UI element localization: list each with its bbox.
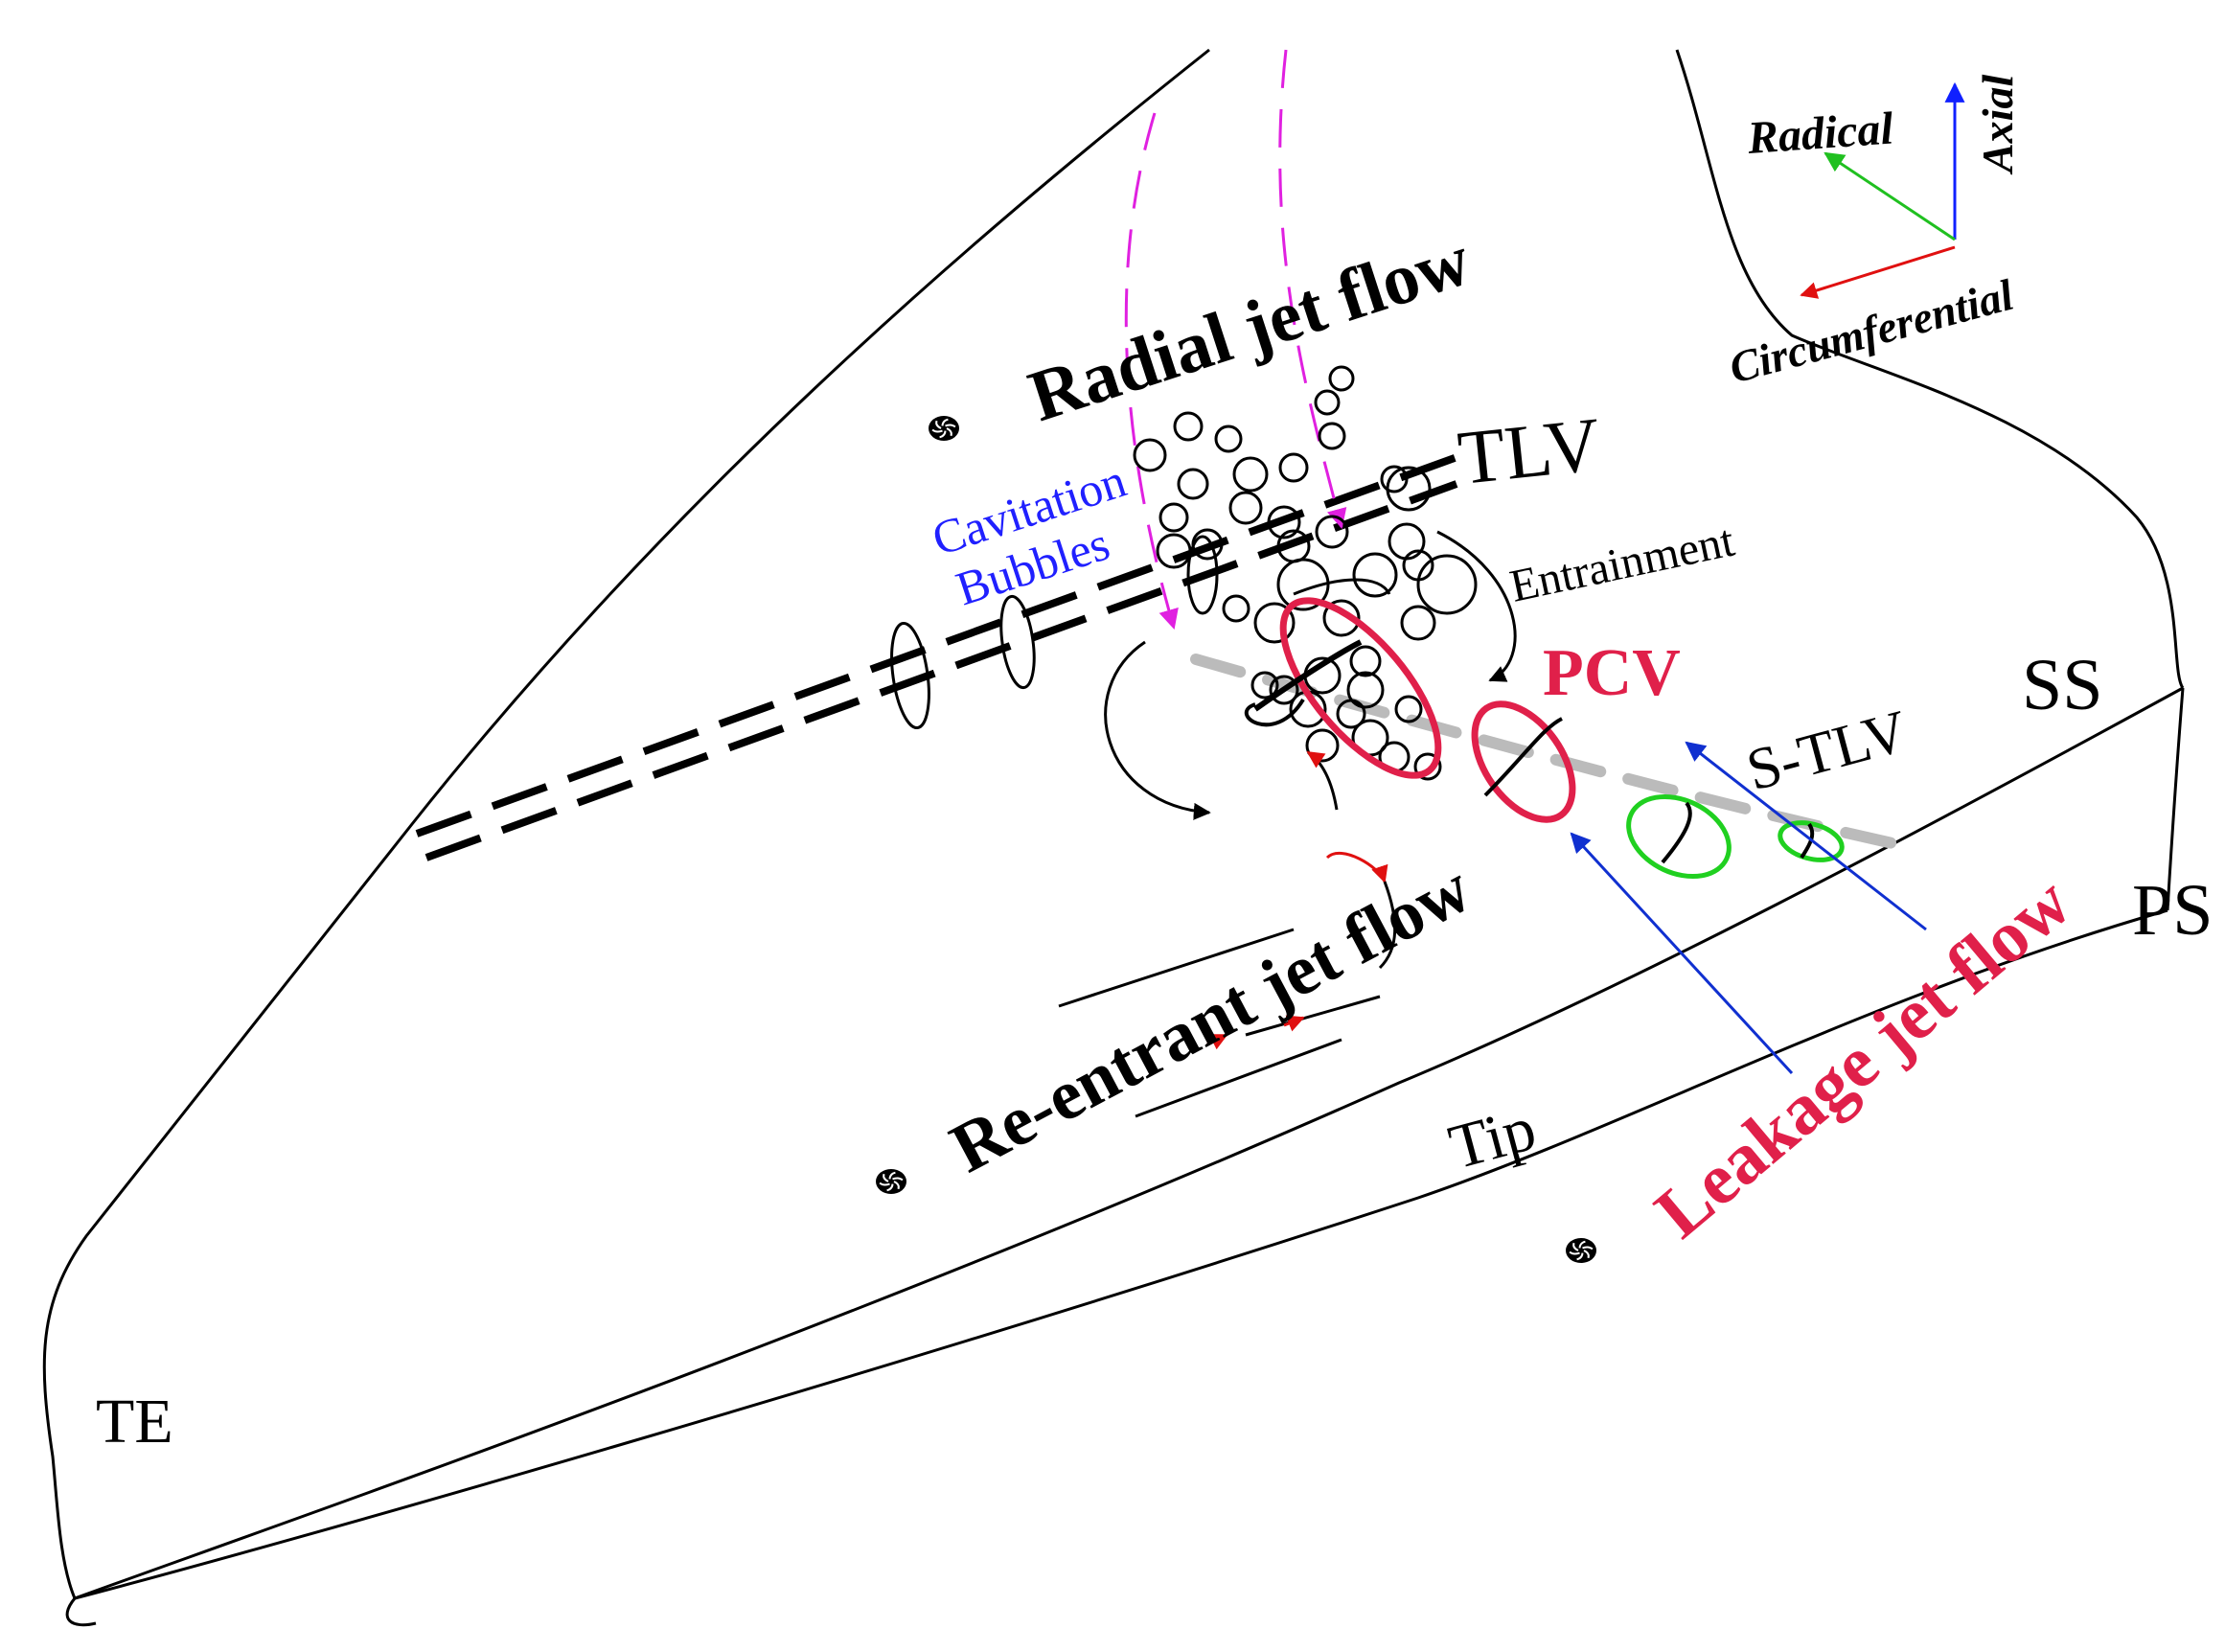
cavitation-bubble [1214, 424, 1243, 453]
swirl-icon [929, 416, 959, 441]
label-leakage-jet-flow: Leakage jet flow [1640, 861, 2086, 1253]
blade-outline [42, 48, 2185, 1627]
tlv-dashed-trajectory [415, 447, 1478, 861]
axis-label-axial: Axial [1973, 75, 2022, 175]
cavitation-bubble [1156, 533, 1192, 569]
cavitation-bubble [1336, 699, 1366, 729]
cavitation-bubble [1315, 515, 1349, 549]
cavitation-bubble [1314, 389, 1341, 416]
cavitation-bubble [1222, 594, 1250, 623]
tlv-swirl-vortices [890, 535, 1219, 730]
cavitation-bubble [1416, 554, 1478, 615]
label-s-tlv: S-TLV [1740, 699, 1915, 804]
cavitation-bubbles [1133, 365, 1478, 781]
label-tlv: TLV [1455, 402, 1605, 501]
leakage-jet-arrows [1570, 741, 1927, 1075]
label-tip: Tip [1442, 1093, 1543, 1183]
label-ps: PS [2132, 870, 2214, 951]
cavitation-bubble [1267, 505, 1301, 539]
radial-jet-flow-lines [1124, 49, 1347, 631]
swirl-icon [1566, 1238, 1596, 1263]
cavitation-bubble [1250, 671, 1279, 700]
cavitation-bubble [1400, 605, 1436, 641]
label-te: TE [96, 1387, 173, 1457]
cavitation-bubble [1349, 645, 1382, 677]
cavitation-bubble [1158, 502, 1189, 533]
label-reentrant-jet-flow: Re-entrant jet flow [938, 849, 1483, 1188]
label-entrainment: Entrainment [1505, 515, 1739, 611]
cavitation-bubble [1232, 456, 1269, 493]
reentrant-jet-arrows [1058, 750, 1397, 1118]
label-ss: SS [2022, 645, 2103, 725]
swirl-icons [876, 416, 1596, 1263]
axis-radial-arrow [1824, 151, 1956, 241]
axis-label-radical: Radical [1745, 103, 1895, 164]
label-radial-jet-flow: Radial jet flow [1020, 219, 1480, 437]
axis-label-circumferential: Circumferential [1724, 270, 2018, 393]
cavitation-bubble [1394, 695, 1423, 723]
axis-circumferential-arrow [1800, 245, 1956, 299]
cavitation-bubble [1380, 465, 1409, 493]
cavitation-bubble [1318, 422, 1346, 450]
cavitation-bubble [1328, 365, 1355, 392]
cavitation-bubble [1278, 452, 1309, 483]
entrainment-arcs [1104, 530, 1517, 820]
swirl-icon [876, 1169, 906, 1194]
cavitation-bubble [1352, 552, 1398, 598]
cavitation-bubble [1388, 522, 1426, 561]
cavitation-bubble [1173, 411, 1204, 442]
axes-legend: Radical Axial Circumferential [1724, 75, 2022, 393]
cavitation-bubble [1228, 491, 1263, 525]
cavitation-bubble [1133, 438, 1167, 472]
cavitation-bubble [1177, 468, 1209, 500]
label-pcv: PCV [1543, 636, 1681, 710]
diagram-labels: Radial jet flow TLV Cavitation Bubbles E… [96, 219, 2214, 1457]
cavitation-bubble [1386, 466, 1432, 512]
cavitation-bubble [1322, 599, 1361, 637]
cavitation-bubble [1269, 675, 1299, 705]
cavitation-bubble [1191, 528, 1224, 561]
s-tlv-vortices [1626, 793, 1845, 880]
cavitation-bubble [1253, 602, 1296, 644]
cavitation-bubble [1413, 752, 1442, 781]
pcv-vortices [1244, 597, 1576, 823]
cavitation-bubble [1346, 671, 1385, 709]
